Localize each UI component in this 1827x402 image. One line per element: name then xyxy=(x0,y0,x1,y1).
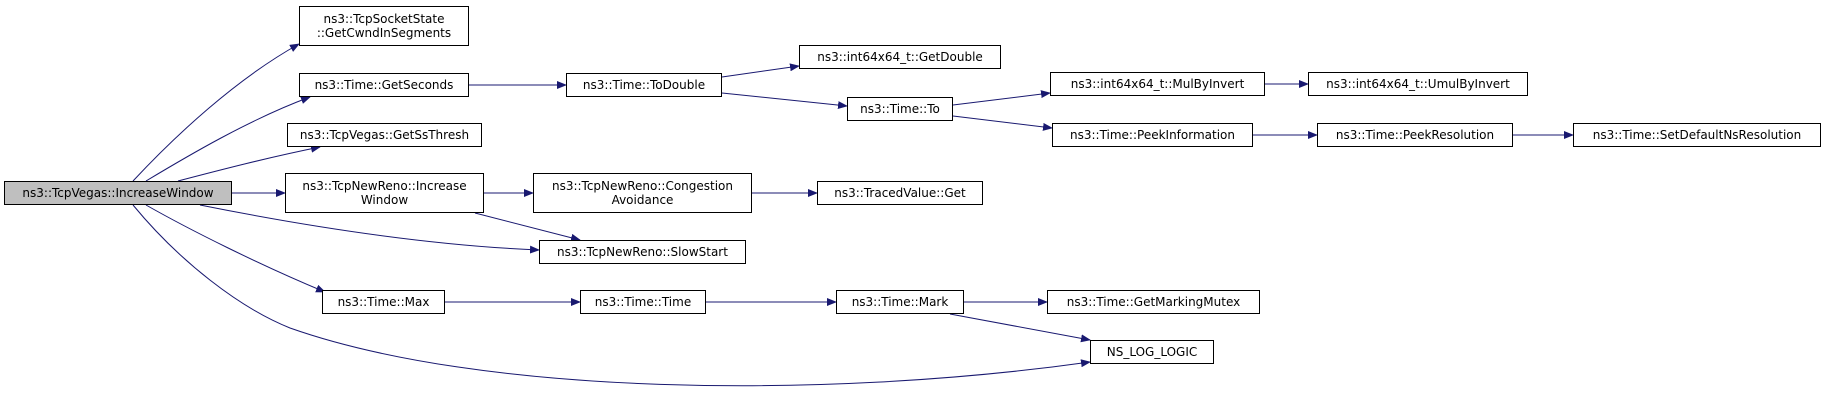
node-newreno-increase-window[interactable]: ns3::TcpNewReno::Increase Window xyxy=(285,173,484,213)
node-label-line: Avoidance xyxy=(611,193,674,207)
edge-increase-window-to-get-cwnd-in-segments xyxy=(132,43,300,182)
node-int64x64-umul-by-invert[interactable]: ns3::int64x64_t::UmulByInvert xyxy=(1308,72,1528,96)
edge-to-double-to-get-double xyxy=(721,63,800,78)
edge-increase-window-to-get-ss-thresh xyxy=(177,144,321,182)
node-label-line: ns3::Time::Time xyxy=(594,295,692,309)
edge-increase-window-to-get-seconds xyxy=(145,96,311,182)
edge-increase-window-to-time-max xyxy=(145,204,326,293)
node-label-line: ns3::int64x64_t::UmulByInvert xyxy=(1326,77,1510,91)
node-label-line: ns3::TcpVegas::IncreaseWindow xyxy=(22,186,214,200)
edge-increase-window-to-ns-log-logic xyxy=(132,204,1091,387)
node-label-line: ns3::Time::Max xyxy=(337,295,430,309)
node-label-line: ns3::int64x64_t::GetDouble xyxy=(817,50,983,64)
node-tcpvegas-get-ss-thresh[interactable]: ns3::TcpVegas::GetSsThresh xyxy=(287,123,482,147)
node-newreno-slow-start[interactable]: ns3::TcpNewReno::SlowStart xyxy=(539,240,746,264)
node-time-time[interactable]: ns3::Time::Time xyxy=(580,290,706,314)
node-label-line: ns3::Time::PeekInformation xyxy=(1069,128,1236,142)
node-label-line: ns3::TcpVegas::GetSsThresh xyxy=(299,128,470,142)
node-time-to[interactable]: ns3::Time::To xyxy=(847,97,953,121)
node-label-line: ns3::Time::GetMarkingMutex xyxy=(1066,295,1241,309)
node-get-cwnd-in-segments[interactable]: ns3::TcpSocketState ::GetCwndInSegments xyxy=(299,6,469,46)
node-time-peek-resolution[interactable]: ns3::Time::PeekResolution xyxy=(1317,123,1513,147)
node-label-line: ns3::Time::ToDouble xyxy=(582,78,706,92)
node-label-line: ns3::Time::SetDefaultNsResolution xyxy=(1592,128,1802,142)
node-label-line: ns3::Time::To xyxy=(860,102,940,116)
edge-time-mark-to-ns-log-logic xyxy=(949,313,1091,343)
node-int64x64-get-double[interactable]: ns3::int64x64_t::GetDouble xyxy=(799,45,1001,69)
edge-time-to-to-peek-information xyxy=(952,115,1053,131)
edge-time-to-to-mul-by-invert xyxy=(952,90,1051,106)
node-time-to-double[interactable]: ns3::Time::ToDouble xyxy=(566,73,722,97)
node-label-line: ns3::Time::GetSeconds xyxy=(314,78,454,92)
node-label-line: ns3::TcpNewReno::Increase xyxy=(302,179,467,193)
node-time-mark[interactable]: ns3::Time::Mark xyxy=(836,290,964,314)
node-time-peek-information[interactable]: ns3::Time::PeekInformation xyxy=(1052,123,1253,147)
node-label-line: ns3::TcpSocketState xyxy=(323,12,445,26)
node-ns-log-logic[interactable]: NS_LOG_LOGIC xyxy=(1090,340,1214,364)
node-time-max[interactable]: ns3::Time::Max xyxy=(322,290,445,314)
node-time-set-default-ns-resolution[interactable]: ns3::Time::SetDefaultNsResolution xyxy=(1573,123,1821,147)
edge-increase-window-to-slow-start xyxy=(199,204,540,254)
node-time-get-marking-mutex[interactable]: ns3::Time::GetMarkingMutex xyxy=(1047,290,1260,314)
node-traced-value-get[interactable]: ns3::TracedValue::Get xyxy=(817,181,983,205)
node-label-line: Window xyxy=(360,193,409,207)
edge-to-double-to-time-to xyxy=(721,92,848,110)
node-label-line: ::GetCwndInSegments xyxy=(316,26,452,40)
edge-newreno-increase-window-to-slow-start xyxy=(474,212,581,242)
node-label-line: NS_LOG_LOGIC xyxy=(1106,345,1198,359)
node-label-line: ns3::int64x64_t::MulByInvert xyxy=(1070,77,1245,91)
node-label-line: ns3::TcpNewReno::SlowStart xyxy=(557,245,728,259)
node-label-line: ns3::Time::Mark xyxy=(851,295,949,309)
node-label-line: ns3::TracedValue::Get xyxy=(834,186,966,200)
node-newreno-congestion-avoidance[interactable]: ns3::TcpNewReno::Congestion Avoidance xyxy=(533,173,752,213)
node-int64x64-mul-by-invert[interactable]: ns3::int64x64_t::MulByInvert xyxy=(1050,72,1265,96)
node-tcpvegas-increase-window: ns3::TcpVegas::IncreaseWindow xyxy=(4,181,232,205)
node-label-line: ns3::TcpNewReno::Congestion xyxy=(551,179,734,193)
node-label-line: ns3::Time::PeekResolution xyxy=(1335,128,1495,142)
node-time-get-seconds[interactable]: ns3::Time::GetSeconds xyxy=(299,73,469,97)
